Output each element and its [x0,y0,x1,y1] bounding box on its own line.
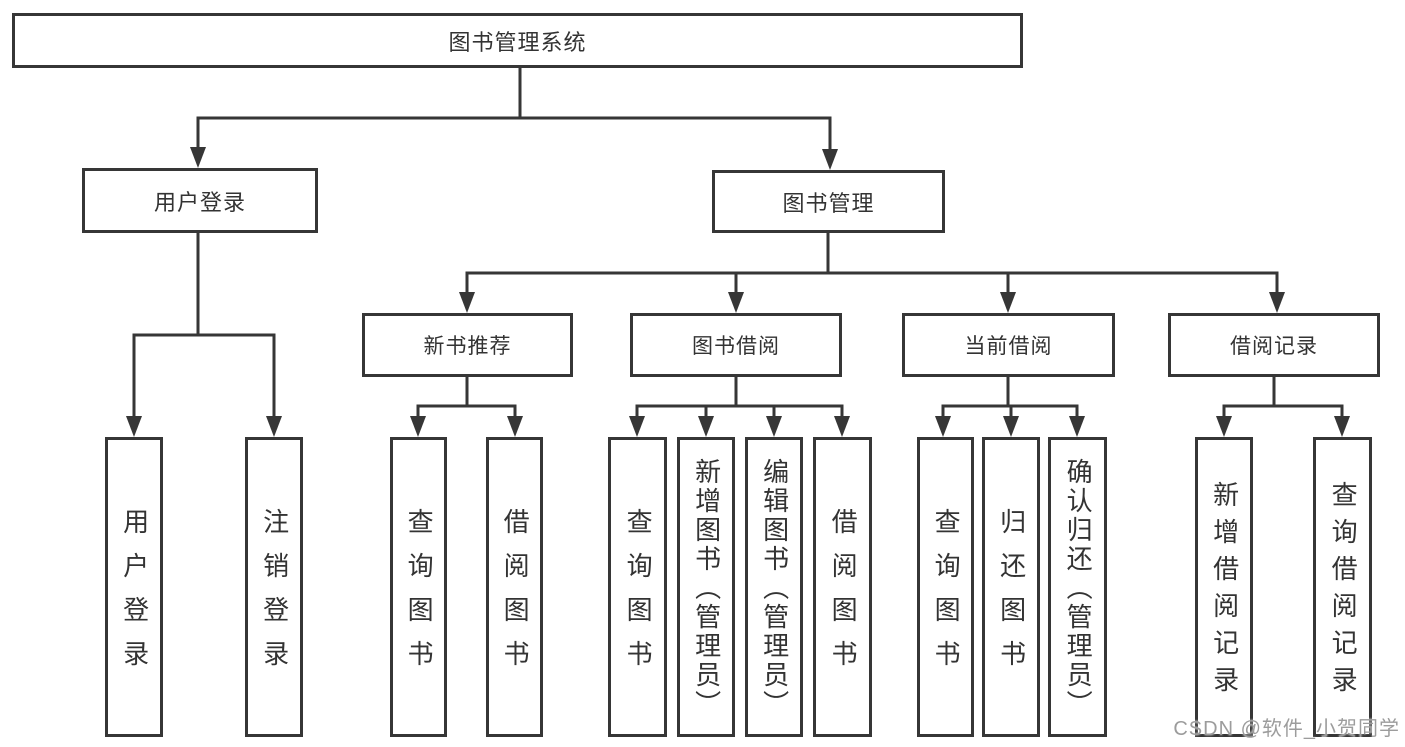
leaf-label: 借阅图书 [500,508,531,684]
leaf-records-add-record: 新增借阅记录 [1195,437,1253,737]
leaf-logout: 注销登录 [245,437,303,737]
leaf-label: 确认归还（管理员） [1063,457,1094,719]
node-borrow-records: 借阅记录 [1168,313,1380,377]
connector-borrow-split [629,377,850,437]
leaf-records-query-record: 查询借阅记录 [1313,437,1372,737]
connector-newbooks-split [410,377,523,437]
node-book-management: 图书管理 [712,170,945,233]
node-root-library-system: 图书管理系统 [12,13,1023,68]
node-new-book-recommend: 新书推荐 [362,313,573,377]
connector-records-split [1216,377,1350,437]
leaf-current-confirm-return-admin: 确认归还（管理员） [1048,437,1107,737]
leaf-label: 归还图书 [996,508,1027,684]
leaf-label: 用户登录 [119,508,150,684]
leaf-label: 查询图书 [623,508,654,684]
leaf-newbooks-query-books: 查询图书 [390,437,447,737]
node-label: 图书借阅 [692,335,780,358]
node-current-borrow: 当前借阅 [902,313,1115,377]
leaf-current-return-books: 归还图书 [982,437,1040,737]
connector-root-split [190,66,838,170]
node-label: 图书管理 [782,190,875,216]
leaf-borrow-query-books: 查询图书 [608,437,667,737]
leaf-borrow-edit-books-admin: 编辑图书（管理员） [745,437,803,737]
leaf-borrow-borrow-books: 借阅图书 [813,437,872,737]
leaf-borrow-add-books-admin: 新增图书（管理员） [677,437,735,737]
node-book-borrow: 图书借阅 [630,313,842,377]
node-label: 借阅记录 [1230,335,1318,358]
connector-user-login-split [126,233,282,437]
leaf-label: 查询图书 [404,508,435,684]
leaf-label: 查询图书 [931,508,962,684]
leaf-label: 查询借阅记录 [1328,481,1359,703]
node-label: 当前借阅 [964,335,1053,358]
connector-current-split [935,377,1085,437]
leaf-label: 注销登录 [259,508,290,684]
connector-book-mgmt-split [459,233,1285,313]
leaf-label: 借阅图书 [828,508,859,684]
leaf-current-query-books: 查询图书 [917,437,974,737]
node-label: 新书推荐 [423,335,512,358]
leaf-label: 编辑图书（管理员） [759,457,790,719]
node-label: 用户登录 [153,189,246,215]
leaf-user-login: 用户登录 [105,437,163,737]
leaf-label: 新增图书（管理员） [691,457,722,719]
leaf-label: 新增借阅记录 [1209,481,1240,703]
leaf-newbooks-borrow-books: 借阅图书 [486,437,543,737]
csdn-watermark: CSDN @软件_小贺同学 [1173,718,1400,740]
node-label: 图书管理系统 [448,29,587,55]
node-user-login: 用户登录 [82,168,318,233]
